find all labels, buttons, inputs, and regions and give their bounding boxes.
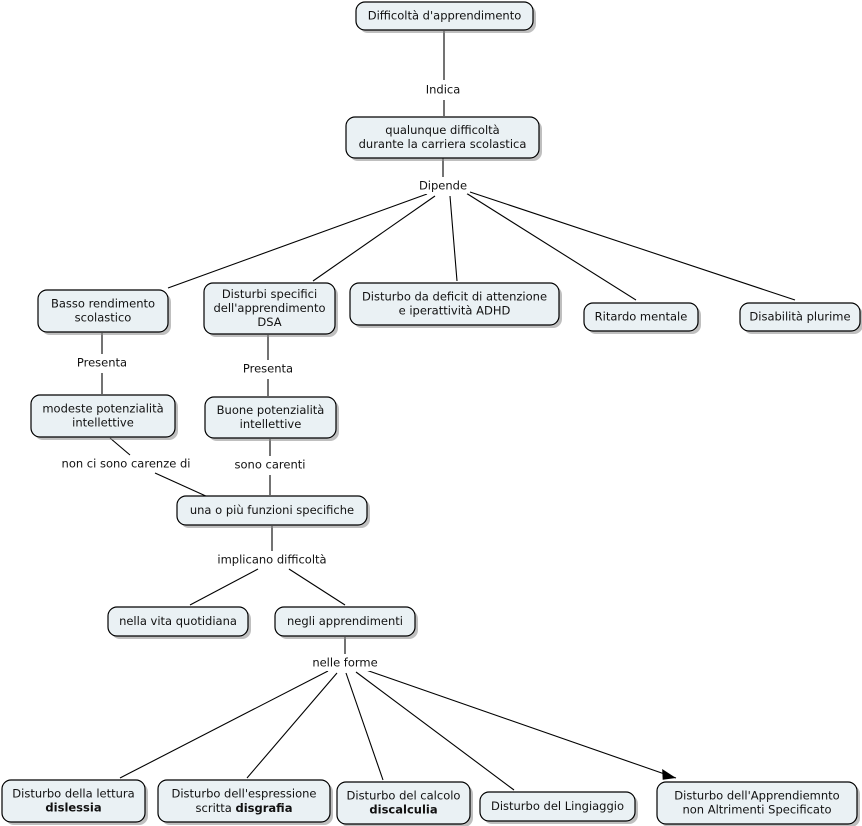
node-box[interactable]	[30, 394, 176, 438]
edge-l8-n16	[355, 671, 515, 791]
node-label-line: modeste potenzialità	[42, 402, 163, 416]
link-label-l6: sono carenti	[235, 458, 306, 472]
node-label-line: discalculia	[369, 803, 437, 817]
node-label-line: Ritardo mentale	[595, 310, 688, 324]
node-label-line: Buone potenzialità	[217, 403, 325, 417]
node-label-line: intellettive	[72, 416, 134, 430]
edges-layer	[101, 31, 796, 791]
node-n10[interactable]: una o più funzioni specifiche	[176, 495, 370, 528]
link-label-backdrop	[240, 361, 296, 377]
node-box[interactable]	[37, 289, 169, 333]
link-label-l1: Indica	[426, 83, 461, 97]
node-box[interactable]	[739, 302, 861, 332]
edge-l8-n14	[246, 672, 338, 779]
node-label-line: Basso rendimento	[51, 297, 155, 311]
node-label-line: DSA	[257, 315, 281, 329]
node-box[interactable]	[345, 116, 540, 159]
node-label-line: qualunque difficoltà	[385, 123, 499, 137]
node-label-line: e iperattività ADHD	[399, 304, 511, 318]
edge-l8-n17	[365, 669, 677, 779]
link-label-l8: nelle forme	[312, 656, 377, 670]
link-label-l5: non ci sono carenze di	[62, 457, 191, 471]
node-box[interactable]	[204, 396, 337, 439]
arrowheads-layer	[662, 769, 676, 780]
node-box[interactable]	[1, 779, 146, 823]
node-box[interactable]	[107, 606, 249, 637]
link-label-backdrop	[208, 552, 336, 568]
node-box[interactable]	[157, 779, 331, 823]
node-label-line: dell'apprendimento	[213, 301, 325, 315]
node-box[interactable]	[479, 791, 636, 822]
node-box[interactable]	[583, 302, 699, 332]
edge-l2-n3	[167, 193, 428, 289]
edge-l2-n7	[469, 191, 796, 301]
node-n7[interactable]: Disabilità plurime	[739, 302, 862, 334]
node-box[interactable]	[336, 781, 471, 825]
edge-l2-n6	[465, 192, 637, 301]
link-label-l3: Presenta	[77, 356, 127, 370]
node-label-line: Difficoltà d'apprendimento	[368, 9, 522, 23]
node-label-line: intellettive	[240, 417, 302, 431]
link-label-backdrop	[230, 457, 310, 473]
arrowhead-n17	[662, 769, 676, 780]
link-label-backdrop	[421, 82, 465, 98]
edge-l5-n10	[154, 472, 209, 498]
node-label-line: Disturbo della lettura	[12, 787, 134, 801]
node-n1[interactable]: Difficoltà d'apprendimento	[355, 1, 536, 33]
node-label-line: Disturbi specifici	[222, 287, 317, 301]
node-label-line: dislessia	[45, 801, 101, 815]
node-box[interactable]	[176, 495, 368, 526]
edge-l8-n15	[345, 672, 384, 781]
node-label-line: negli apprendimenti	[287, 614, 403, 628]
node-n11[interactable]: nella vita quotidiana	[107, 606, 251, 639]
edge-l2-n4	[312, 195, 436, 282]
node-label-line: Disturbo del calcolo	[347, 789, 461, 803]
node-label-line: Disabilità plurime	[749, 310, 850, 324]
link-label-backdrop	[74, 355, 130, 371]
node-n16[interactable]: Disturbo del Lingiaggio	[479, 791, 638, 824]
node-label-line: scolastico	[75, 311, 132, 325]
node-label-line: Disturbo dell'espressione	[172, 787, 317, 801]
link-label-backdrop	[55, 456, 197, 472]
node-label-line: Disturbo da deficit di attenzione	[362, 290, 547, 304]
edge-n8-l5	[109, 437, 131, 456]
edge-l2-n5	[449, 195, 458, 282]
node-label-line: nella vita quotidiana	[119, 614, 237, 628]
link-label-l7: implicano difficoltà	[217, 553, 326, 567]
link-label-backdrop	[418, 178, 468, 194]
node-n12[interactable]: negli apprendimenti	[274, 606, 418, 639]
link-label-l2: Dipende	[419, 179, 467, 193]
node-label-line: Disturbo del Lingiaggio	[491, 799, 624, 813]
node-label-line: non Altrimenti Specificato	[682, 803, 831, 817]
edge-l7-n11	[189, 568, 259, 606]
link-label-backdrop	[308, 655, 382, 671]
node-box[interactable]	[656, 781, 858, 825]
node-box[interactable]	[203, 282, 336, 335]
node-box[interactable]	[355, 1, 534, 31]
node-box[interactable]	[349, 282, 560, 326]
node-label-line: una o più funzioni specifiche	[190, 503, 354, 517]
edge-l8-n13	[119, 670, 329, 779]
edge-l7-n12	[288, 568, 346, 606]
node-box[interactable]	[274, 606, 416, 637]
node-label-line: scritta disgrafia	[196, 801, 293, 815]
node-label-line: Disturbo dell'Apprendiemnto	[674, 789, 839, 803]
node-n6[interactable]: Ritardo mentale	[583, 302, 701, 334]
node-label-line: durante la carriera scolastica	[359, 137, 527, 151]
link-label-l4: Presenta	[243, 362, 293, 376]
